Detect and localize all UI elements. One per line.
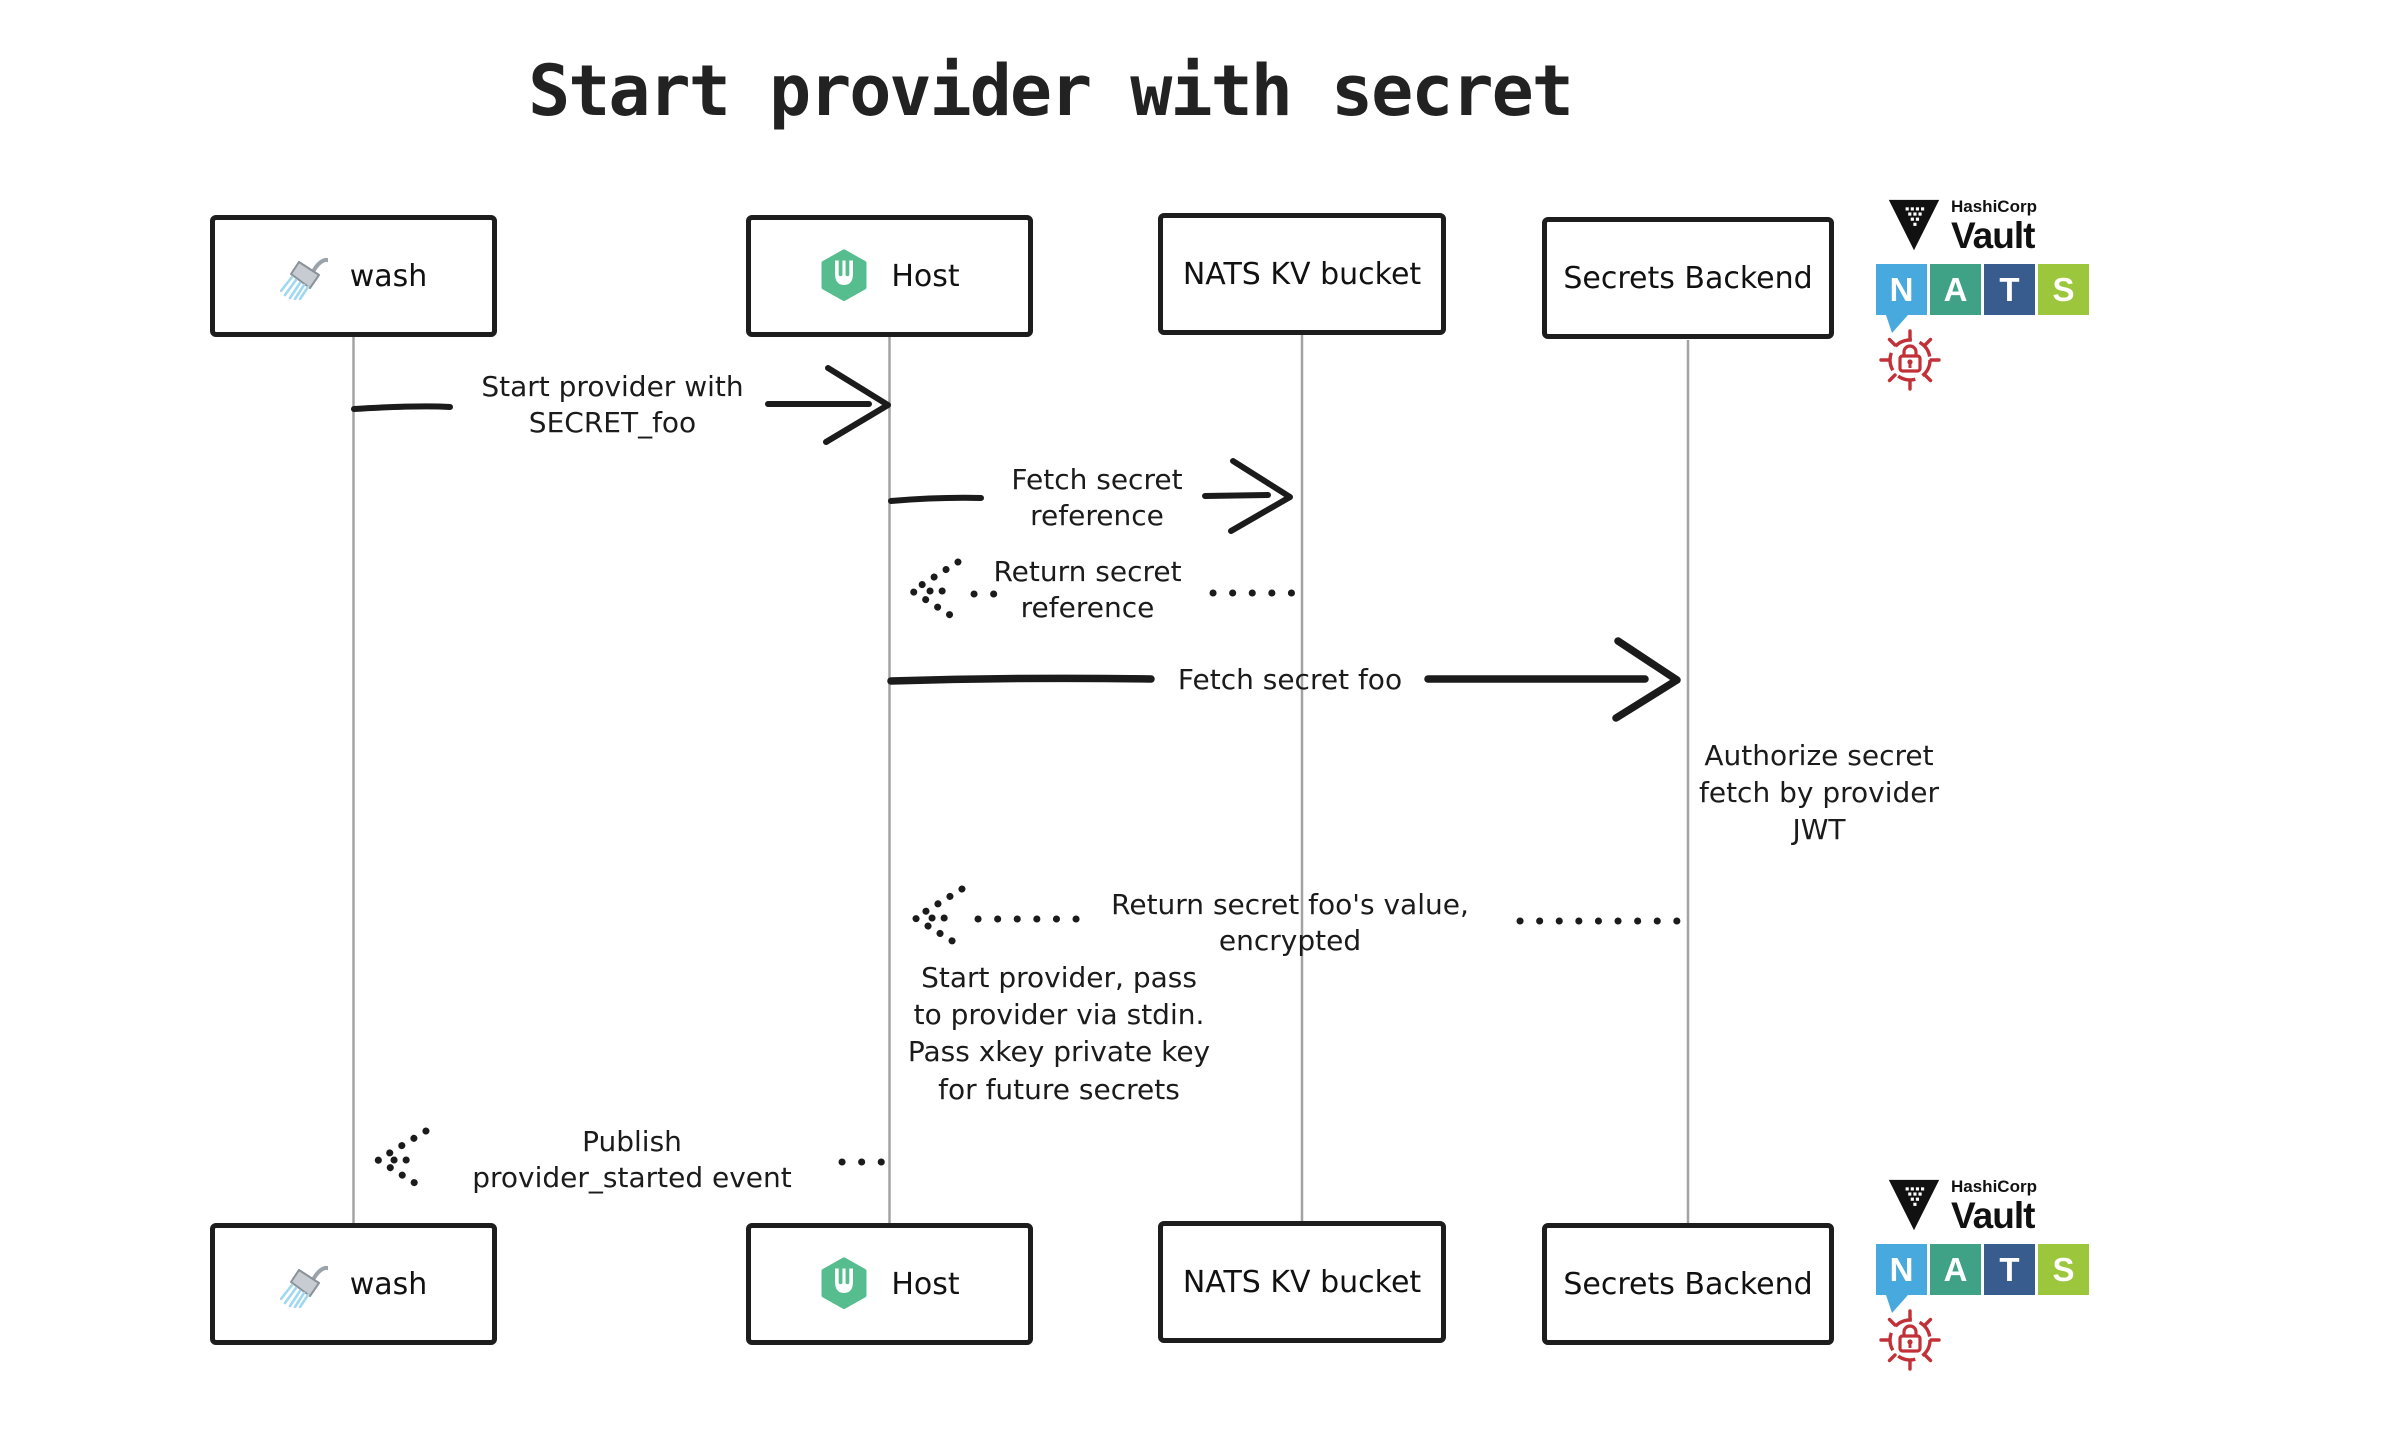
shower-icon	[279, 1260, 333, 1309]
nats-letter: T	[1999, 1250, 2020, 1288]
message-label-publish-provider-started: Publish provider_started event	[432, 1124, 832, 1197]
nats-letter: S	[2052, 1250, 2075, 1288]
secret-lock-icon	[1878, 1308, 2091, 1372]
actor-label: wash	[349, 1266, 428, 1302]
nats-letter: N	[1889, 1250, 1914, 1288]
arrow-fetch-secret-foo	[887, 637, 1681, 722]
note-line: JWT	[1792, 813, 1846, 847]
note-line: to provider via stdin.	[913, 998, 1205, 1032]
vault-product-label: Vault	[1951, 1195, 2035, 1236]
arrow-return-secret-reference	[908, 558, 1302, 624]
nats-letter: N	[1889, 270, 1914, 308]
nats-letter-tile: S	[2038, 264, 2089, 315]
actor-label: Secrets Backend	[1563, 260, 1813, 296]
vault-triangle-icon	[1886, 1176, 1942, 1236]
actor-label: NATS KV bucket	[1182, 1264, 1422, 1300]
actor-box-nats-bottom: NATS KV bucket	[1158, 1221, 1446, 1343]
message-line: Return secret foo's value,	[1111, 888, 1469, 921]
message-label-return-secret-foo: Return secret foo's value, encrypted	[1085, 887, 1495, 960]
actor-box-wash-bottom: wash	[210, 1223, 497, 1345]
message-line: Publish	[582, 1125, 682, 1158]
message-line: provider_started event	[472, 1161, 792, 1195]
actor-label: Secrets Backend	[1563, 1266, 1813, 1302]
note-line: for future secrets	[938, 1072, 1180, 1106]
diagram-title: Start provider with secret	[528, 50, 1574, 132]
message-label-start-provider: Start provider with SECRET_foo	[455, 369, 770, 442]
nats-logo: N A T S	[1876, 264, 2091, 333]
actor-box-secrets-bottom: Secrets Backend	[1542, 1223, 1834, 1345]
note-line: Authorize secret	[1704, 739, 1934, 772]
wasmcloud-hexagon-icon	[819, 249, 869, 303]
nats-letter-tile: N	[1876, 1244, 1927, 1295]
nats-logo: N A T S	[1876, 1244, 2091, 1313]
nats-letter-tile: A	[1930, 264, 1981, 315]
nats-letter: T	[1999, 270, 2020, 308]
arrow-publish-provider-started	[374, 1127, 902, 1194]
nats-letter: S	[2052, 270, 2075, 308]
nats-letter: A	[1943, 1250, 1968, 1288]
note-line: Pass xkey private key	[907, 1035, 1211, 1069]
actor-label: Host	[891, 258, 960, 294]
vault-logo: HashiCorp Vault	[1886, 1176, 2091, 1236]
message-line: encrypted	[1218, 924, 1362, 958]
nats-letter-tile: N	[1876, 264, 1927, 315]
speech-bubble-tail-icon	[1886, 1295, 1910, 1315]
lifelines	[352, 335, 1690, 1224]
nats-letter-tile: A	[1930, 1244, 1981, 1295]
shower-icon	[279, 252, 333, 301]
actor-label: Host	[891, 1266, 960, 1302]
nats-letter-tile: T	[1984, 264, 2035, 315]
message-line: reference	[1030, 499, 1164, 533]
arrow-return-secret-foo	[911, 885, 1696, 951]
note-start-provider-stdin: Start provider, pass to provider via std…	[878, 959, 1240, 1108]
secret-lock-icon	[1878, 328, 2091, 392]
message-label-fetch-secret-foo: Fetch secret foo	[1155, 662, 1425, 698]
tech-logos-bottom: HashiCorp Vault N A T S	[1876, 1176, 2091, 1372]
message-line: reference	[1020, 591, 1155, 625]
message-line: SECRET_foo	[528, 406, 697, 440]
nats-letter-tile: T	[1984, 1244, 2035, 1295]
actor-label: NATS KV bucket	[1182, 256, 1422, 292]
vault-brand-label: HashiCorp	[1951, 197, 2037, 216]
actor-box-host-bottom: Host	[746, 1223, 1033, 1345]
note-line: fetch by provider	[1698, 776, 1939, 810]
vault-logo: HashiCorp Vault	[1886, 196, 2091, 256]
tech-logos-top: HashiCorp Vault N A T S	[1876, 196, 2091, 392]
actor-box-wash-top: wash	[210, 215, 497, 337]
arrow-fetch-secret-reference	[888, 458, 1293, 534]
message-line: Fetch secret	[1011, 463, 1183, 496]
message-line: Start provider with	[481, 370, 744, 403]
wasmcloud-hexagon-icon	[819, 1257, 869, 1311]
nats-letter-tile: S	[2038, 1244, 2089, 1295]
nats-letter: A	[1943, 270, 1968, 308]
note-authorize-secret-fetch: Authorize secret fetch by provider JWT	[1683, 737, 1955, 849]
actor-box-host-top: Host	[746, 215, 1033, 337]
arrow-start-provider	[351, 365, 891, 445]
message-label-fetch-secret-reference: Fetch secret reference	[952, 462, 1242, 535]
message-label-return-secret-reference: Return secret reference	[940, 554, 1235, 627]
vault-brand-label: HashiCorp	[1951, 1177, 2037, 1196]
actor-label: wash	[349, 258, 428, 294]
message-line: Fetch secret foo	[1177, 663, 1403, 696]
vault-product-label: Vault	[1951, 215, 2035, 256]
actor-box-nats-top: NATS KV bucket	[1158, 213, 1446, 335]
speech-bubble-tail-icon	[1886, 315, 1910, 335]
actor-box-secrets-top: Secrets Backend	[1542, 217, 1834, 339]
vault-triangle-icon	[1886, 196, 1942, 256]
note-line: Start provider, pass	[921, 961, 1197, 994]
message-line: Return secret	[993, 555, 1182, 588]
